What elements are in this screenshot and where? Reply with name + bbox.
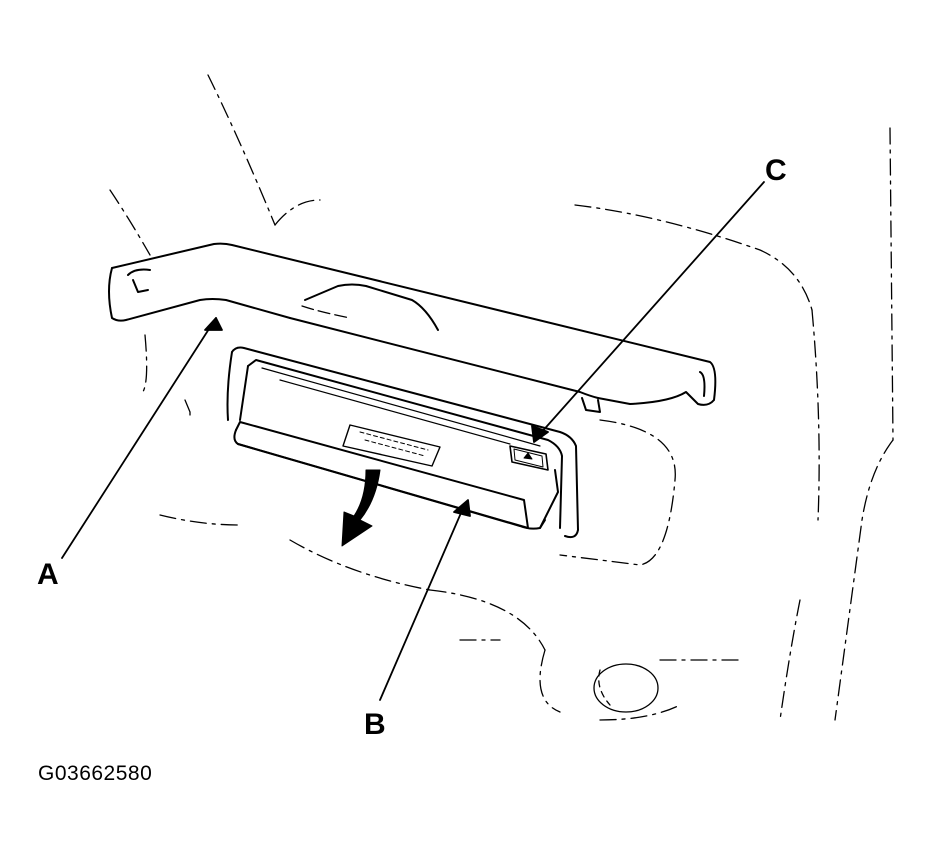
motion-arrow xyxy=(341,469,381,547)
slot-module-b xyxy=(226,346,579,539)
lid-cover-a xyxy=(108,242,717,413)
callout-label-c: C xyxy=(765,154,787,187)
figure-id: G03662580 xyxy=(38,762,153,785)
leader-line-b xyxy=(379,505,465,701)
leader-lines xyxy=(61,181,765,701)
background-outlines xyxy=(109,74,894,721)
callout-label-a: A xyxy=(37,558,59,591)
leader-line-a xyxy=(61,317,217,559)
leader-line-c xyxy=(539,181,765,435)
console-knob xyxy=(593,663,659,713)
callout-label-b: B xyxy=(364,708,386,741)
